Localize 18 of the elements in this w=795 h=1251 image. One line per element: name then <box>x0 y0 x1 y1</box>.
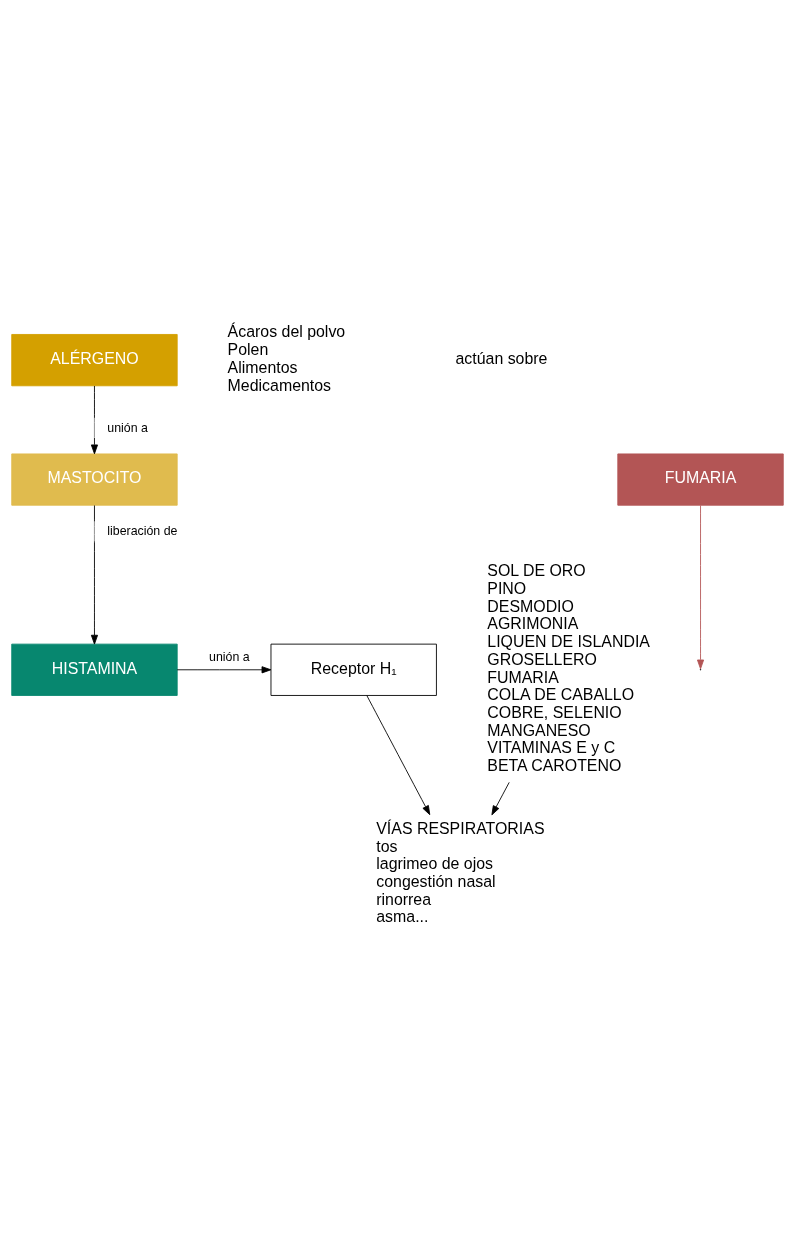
label: Medicamentos <box>227 376 332 394</box>
node-text: VÍAS RESPIRATORIAS tos lagrimeo de ojos congestión nasal rinorrea asma... <box>376 819 545 925</box>
arrow <box>176 665 272 673</box>
node-box: HISTAMINA <box>11 643 178 696</box>
node-box: FUMARIA <box>617 452 784 506</box>
label: actúan sobre <box>455 349 548 367</box>
edge-label: unión a <box>107 420 148 435</box>
edge-label: liberación de <box>107 523 178 538</box>
label: Alimentos <box>227 358 298 376</box>
node-text: SOL DE ORO PINO DESMODIO AGRIMONIA LIQUEN DE ISLANDIA GROSELLERO FUMARIA COLA DE CABALLO COBRE, SELENIO MANGANESO VITAMINAS E y C BETA CAROTENO <box>487 561 650 774</box>
label: Polen <box>227 340 269 358</box>
label: Ácaros del polvo <box>227 322 346 340</box>
node-box: MASTOCITO <box>11 452 178 506</box>
arrow <box>491 781 510 815</box>
arrow <box>366 694 431 815</box>
node-box: Receptor H₁ <box>270 643 437 696</box>
node-box: ALÉRGENO <box>11 333 178 386</box>
edge-label: unión a <box>209 649 250 664</box>
